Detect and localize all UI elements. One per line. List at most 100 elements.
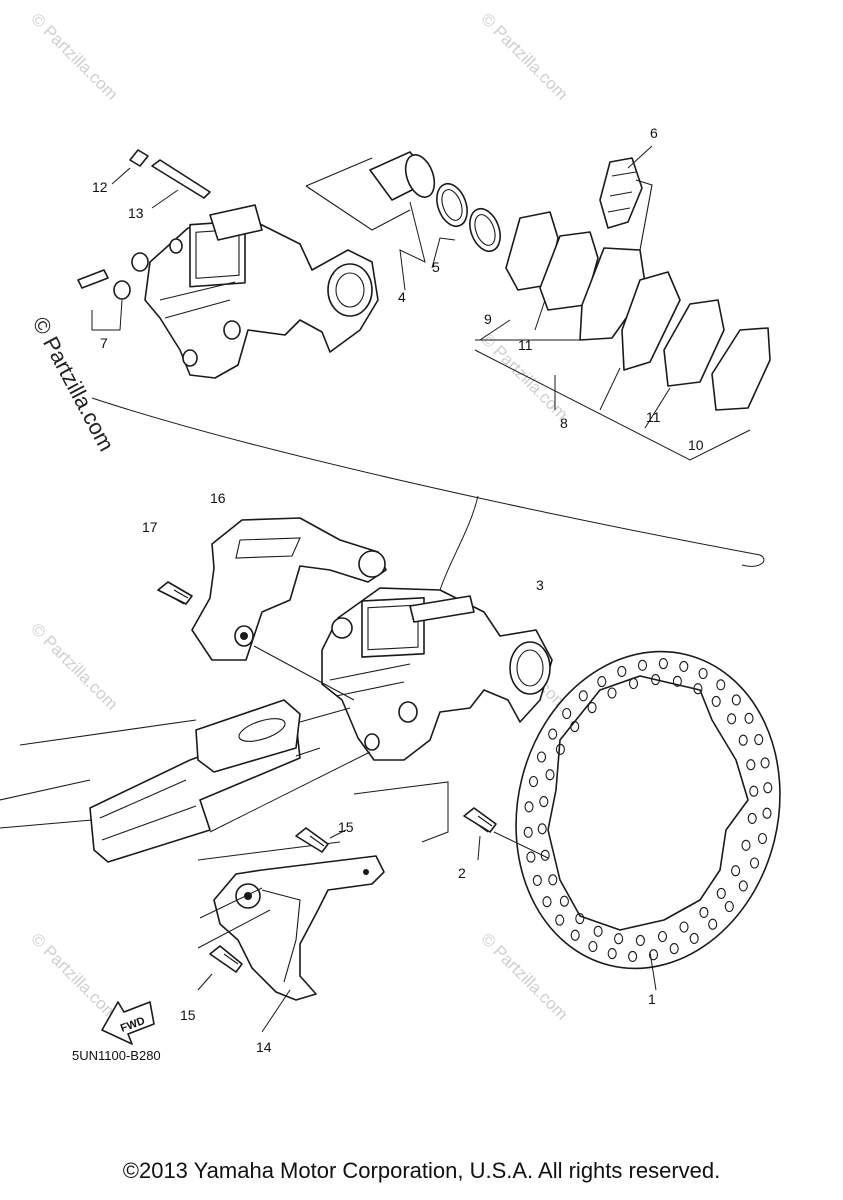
guide-line	[253, 645, 355, 701]
disc-hole	[540, 849, 550, 861]
callout-2: 2	[458, 865, 466, 881]
callout-5: 5	[432, 259, 440, 275]
disc-hole	[637, 659, 648, 671]
disc-hole	[648, 949, 659, 961]
disc-hole	[588, 940, 598, 953]
disc-hole	[757, 832, 768, 845]
callout-11: 11	[646, 409, 661, 425]
watermark: © Partzilla.com	[27, 9, 121, 103]
watermark: © Partzilla.com	[27, 619, 121, 713]
disc-hole	[747, 812, 757, 824]
disc-hole	[555, 914, 565, 926]
disc-hole	[763, 782, 773, 794]
disc-hole	[628, 950, 638, 962]
group-bracket-stem	[439, 495, 479, 591]
disc-hole	[669, 943, 679, 955]
disc-hole	[628, 677, 639, 690]
disc-hole	[698, 667, 708, 680]
callout-9: 9	[484, 311, 492, 327]
disc-hole	[528, 775, 539, 788]
disc-hole	[555, 743, 565, 755]
disc-hole	[607, 687, 617, 699]
callout-8: 8	[560, 415, 568, 431]
caliper-bracket	[157, 517, 387, 661]
disc-hole	[724, 900, 734, 913]
watermark-main: © Partzilla.com	[28, 313, 120, 456]
disc-hole	[693, 683, 703, 695]
exploded-caliper	[77, 149, 771, 411]
disc-hole	[760, 757, 770, 769]
brake-disc	[515, 650, 781, 970]
caliper-assembly	[321, 587, 553, 761]
disc-hole	[532, 874, 542, 886]
disc-hole	[539, 796, 549, 808]
disc-hole	[711, 695, 721, 707]
disc-hole	[526, 851, 536, 863]
disc-hole	[578, 690, 588, 702]
disc-hole	[593, 925, 603, 937]
disc-hole	[597, 676, 607, 688]
disc-hole	[744, 712, 754, 724]
disc-hole	[738, 734, 748, 746]
disc-hole	[658, 658, 668, 670]
disc-hole	[523, 826, 533, 838]
disc-hole	[699, 906, 709, 918]
disc-hole	[708, 918, 718, 930]
callout-13: 12	[92, 179, 108, 195]
disc-hole	[731, 865, 741, 877]
fwd-arrow-icon: FWD	[101, 1001, 155, 1045]
disc-hole	[635, 934, 645, 946]
disc-hole	[762, 807, 772, 819]
disc-hole	[679, 660, 689, 672]
guide-line	[299, 707, 351, 723]
disc-bolt	[463, 807, 549, 861]
disc-hole	[617, 665, 627, 677]
disc-hole	[587, 702, 597, 714]
disc-hole	[607, 948, 617, 960]
disc-hole	[741, 839, 751, 851]
guide-line	[209, 751, 371, 833]
group-bracket	[91, 397, 765, 567]
disc-hole	[614, 933, 624, 945]
disc-hole	[746, 759, 756, 771]
disc-hole	[651, 674, 661, 686]
callout-17: 17	[142, 519, 158, 535]
disc-hole	[562, 707, 572, 720]
callout-14: 14	[256, 1039, 272, 1055]
swingarm-end	[0, 699, 321, 863]
callout-12: 13	[128, 205, 144, 221]
callout-16: 16	[210, 490, 226, 506]
disc-hole	[542, 896, 552, 908]
disc-guard	[197, 827, 657, 1033]
disc-hole	[570, 721, 580, 733]
callout-7: 7	[100, 335, 108, 351]
disc-hole	[657, 930, 668, 943]
disc-hole	[570, 929, 580, 941]
disc-hole	[738, 880, 748, 892]
watermark: © Partzilla.com	[477, 9, 571, 103]
disc-hole	[575, 913, 585, 925]
disc-hole	[548, 728, 558, 740]
disc-hole	[749, 785, 759, 797]
disc-hole	[537, 823, 547, 835]
disc-hole	[679, 921, 689, 933]
disc-hole	[536, 751, 547, 763]
disc-hole	[731, 694, 741, 706]
watermark: © Partzilla.com	[27, 929, 121, 1023]
disc-hole	[545, 769, 555, 781]
callout-6: 6	[650, 125, 658, 141]
diagram-code: 5UN1100-B280	[72, 1048, 161, 1063]
disc-hole	[559, 895, 569, 907]
callout-15: 15	[180, 1007, 196, 1023]
disc-hole	[672, 675, 682, 687]
top-leaders	[91, 145, 751, 461]
callout-3: 3	[536, 577, 544, 593]
callout-15: 15	[338, 819, 354, 835]
disc-hole	[716, 887, 726, 899]
disc-hole	[689, 932, 699, 944]
callout-1: 1	[648, 991, 656, 1007]
copyright-text: ©2013 Yamaha Motor Corporation, U.S.A. A…	[122, 1158, 721, 1183]
watermark: © Partzilla.com	[477, 929, 571, 1023]
callout-10: 10	[688, 437, 704, 453]
